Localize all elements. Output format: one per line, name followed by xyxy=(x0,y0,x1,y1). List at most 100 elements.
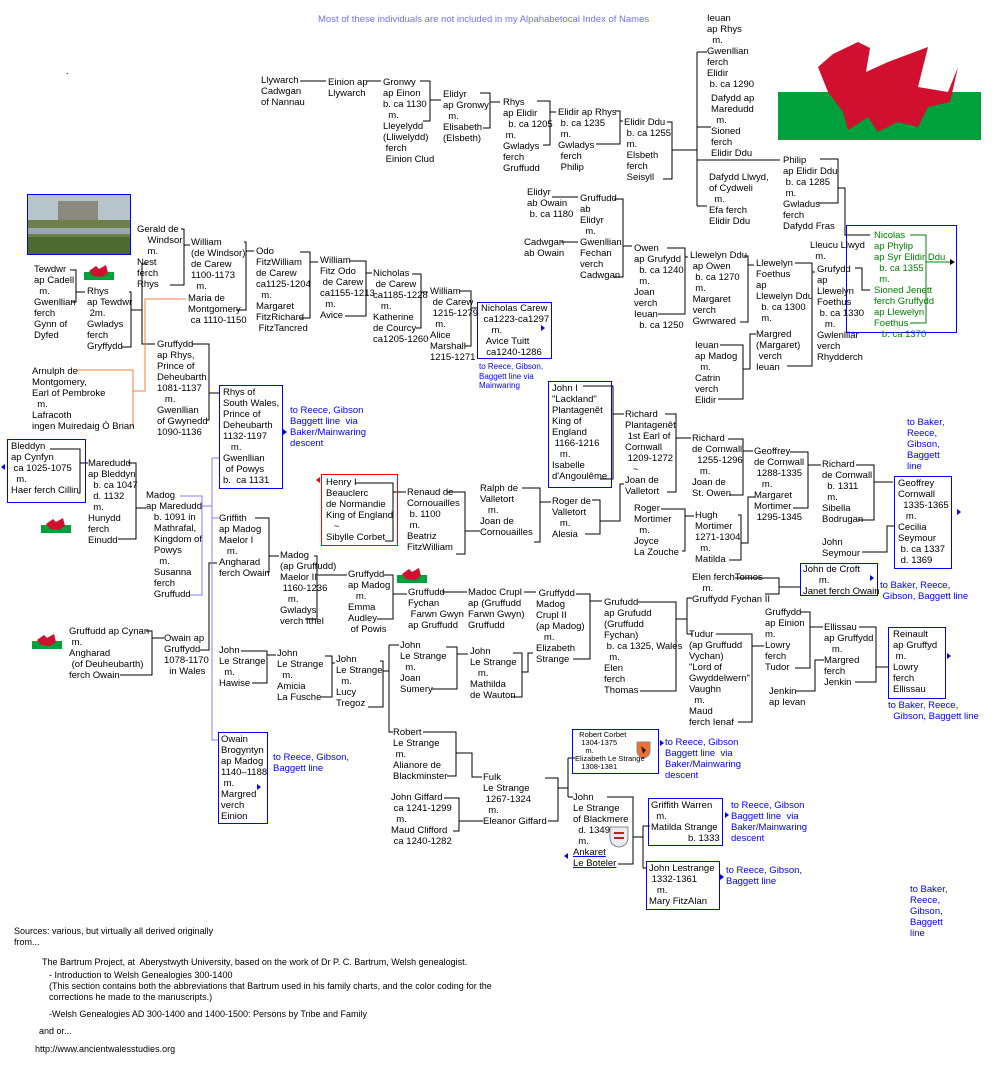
person-ralph: Ralph de Valletort m. Joan de Cornouaill… xyxy=(480,483,533,538)
person-elidyr-gronwy: Elidyr ap Gronwy m. Elisabeth (Elsbeth) xyxy=(443,89,489,144)
link-carew[interactable]: to Reece, Gibson, Baggett line via Mainw… xyxy=(479,362,544,390)
arrow-left-icon[interactable] xyxy=(564,853,568,859)
person-nicholas-de-carew: Nicholas de Carew ca1185-1228 m. Katheri… xyxy=(373,268,429,345)
person-william-windsor: William (de Windsor) de Carew 1100-1173 … xyxy=(191,237,246,292)
person-john-i: John I "Lackland" Plantagenêt King of En… xyxy=(552,383,608,482)
sources-and-or: and or... xyxy=(39,1026,72,1036)
sources-url[interactable]: http://www.ancientwalesstudies.org xyxy=(35,1044,176,1054)
person-elidyr-owain: Elidyr ab Owain b. ca 1180 xyxy=(527,187,574,220)
person-maredudd: Maredudd ap Bleddyn b. ca 1047 d. 1132 m… xyxy=(88,458,138,546)
person-grufudd-grufudd: Grufudd ap Grufudd (Gruffudd Fychan) b. … xyxy=(604,597,683,696)
link-bottom-right[interactable]: to Baker, Reece, Gibson, Baggett line xyxy=(910,884,948,939)
person-john-giffard: John Giffard ca 1241-1299 m. Maud Cliffo… xyxy=(391,792,452,847)
arrow-left-icon[interactable] xyxy=(1,464,5,470)
arrow-left-icon[interactable] xyxy=(316,477,320,483)
arrow-right-icon[interactable] xyxy=(725,812,729,818)
corbet-shield-icon xyxy=(636,741,651,759)
arrow-right-icon[interactable] xyxy=(947,653,951,659)
dot: . xyxy=(66,66,69,77)
link-cornwall[interactable]: to Baker, Reece, Gibson, Baggett line xyxy=(907,417,945,472)
person-griffith-madog: Griffith ap Madog Maelor I m. Angharad f… xyxy=(219,513,270,579)
person-ankaret-link[interactable]: Ankaret Le Boteler xyxy=(573,847,617,869)
person-henry-i: Henry I Beauclerc de Normandie King of E… xyxy=(326,477,394,543)
person-dafydd-llwyd: Dafydd Llwyd, of Cydweli m. Efa ferch El… xyxy=(709,172,769,227)
person-ellissau: Ellissau ap Gruffydd m. Margred ferch Je… xyxy=(824,622,874,688)
sources-item-introduction[interactable]: - Introduction to Welsh Genealogies 300-… xyxy=(49,970,492,1002)
link-croft[interactable]: to Baker, Reece, Gibson, Baggett line xyxy=(880,580,969,602)
arrow-right-icon[interactable] xyxy=(660,740,664,746)
person-maria: Maria de Montgomery ca 1110-1150 xyxy=(188,293,247,326)
person-william-fitzodo: William Fitz Odo de Carew ca1155-1213 m.… xyxy=(320,255,375,321)
person-elidir-ddu: Elidir Ddu b. ca 1255 m. Elsbeth ferch S… xyxy=(624,117,672,183)
person-rhys-elidir: Rhys ap Elidir b. ca 1205 m. Gwladys fer… xyxy=(503,97,553,174)
person-dafydd-maredudd: Dafydd ap Maredudd m. Sioned ferch Elidi… xyxy=(711,93,755,159)
griffith-warren-box xyxy=(648,798,723,846)
person-nicolas: Nicolas ap Phylip ap Syr Elidir Ddu b. c… xyxy=(874,230,946,340)
person-john-croft: John de Croft m. Janet ferch Owain xyxy=(803,564,880,597)
person-lleucu: Lleucu Llwyd m. xyxy=(810,240,865,262)
person-owen: Owen ap Grufydd b. ca 1240 m. Joan verch… xyxy=(634,243,684,331)
person-madog-maredudd: Madog ap Maredudd b. 1091 in Mathrafal, … xyxy=(146,490,202,600)
person-philip: Philip ap Elidir Ddu b. ca 1285 m. Gwlad… xyxy=(783,155,838,232)
arrow-right-icon[interactable] xyxy=(283,429,287,435)
arrow-right-icon[interactable] xyxy=(870,575,874,581)
arrow-right-icon[interactable] xyxy=(257,784,261,790)
person-john-le-strange-4: John Le Strange m. Joan Sumery xyxy=(400,640,447,695)
person-tudur: Tudur (ap Gruffudd Vychan) "Lord of Gwyd… xyxy=(689,629,750,728)
person-owain-brogyntyn: Owain Brogyntyn ap Madog 1140–1188 m. Ma… xyxy=(221,734,268,822)
link-rhys[interactable]: to Reece, Gibson Baggett line via Baker/… xyxy=(290,405,367,449)
person-reinault: Reinault ap Gruffyd m. Lowry ferch Ellis… xyxy=(893,629,938,695)
link-corbet[interactable]: to Reece, Gibson Baggett line via Baker/… xyxy=(665,737,742,781)
rhys-south-wales-box xyxy=(219,385,283,489)
arrow-right-icon[interactable] xyxy=(950,259,955,265)
person-gruffydd-madog: Gruffydd ap Madog m. Emma Audley of Powi… xyxy=(348,569,391,635)
welsh-flag-icon xyxy=(397,566,427,583)
person-gruffydd-einion: Gruffydd ap Einion m. Lowry ferch Tudor xyxy=(765,607,805,673)
sources-item-genealogies[interactable]: -Welsh Genealogies AD 300-1400 and 1400-… xyxy=(49,1009,368,1019)
person-elen-tomos: Elen ferchTomos m. Gruffydd Fychan II xyxy=(692,572,770,605)
person-roger-mortimer: Roger Mortimer m. Joyce La Zouche xyxy=(634,503,679,558)
person-john-le-strange-5: John Le Strange m. Mathilda de Wauton xyxy=(470,646,517,701)
person-einion: Einion ap Llywarch xyxy=(328,77,368,99)
link-brogyntyn[interactable]: to Reece, Gibson, Baggett line xyxy=(273,752,350,774)
person-gruffudd-elidyr: Gruffudd ab Elidyr m. Gwenllian Fechan v… xyxy=(580,193,622,281)
welsh-flag-icon xyxy=(84,263,114,280)
person-gruffydd-rhys: Gruffydd ap Rhys, Prince of Deheubarth 1… xyxy=(157,339,208,438)
person-william-de-carew: William de Carew 1215-1279 m. Alice Mars… xyxy=(430,286,479,363)
castle-photo xyxy=(27,194,131,255)
person-richard-plantagenet: Richard Plantagenêt 1st Earl of Cornwall… xyxy=(625,409,676,497)
arrow-right-icon[interactable] xyxy=(957,509,961,515)
person-rhys-south-wales: Rhys of South Wales, Prince of Deheubart… xyxy=(223,387,280,486)
link-reinault[interactable]: to Baker, Reece, Gibson, Baggett line xyxy=(888,700,979,722)
person-john-le-strange-3: John Le Strange m. Lucy Tregoz xyxy=(336,654,383,709)
person-roger-valletort: Roger de Valletort m. Alesia xyxy=(552,496,592,540)
bleddyn-box xyxy=(7,439,86,503)
person-margred: Margred (Margaret) verch Ieuan xyxy=(756,329,801,373)
person-bleddyn: Bleddyn ap Cynfyn ca 1025-1075 m. Haer f… xyxy=(11,441,79,496)
geoffrey-cornwall-box xyxy=(894,476,952,569)
person-geoffrey-de-cornwall: Geoffrey de Cornwall 1288-1335 m. Margar… xyxy=(754,446,805,523)
person-madoc-crupl: Madoc Crupl ap (Gruffudd Farwn Gwyn) Gru… xyxy=(468,587,525,631)
person-gruffudd-cynan: Gruffudd ap Cynan m. Angharad (of Deuheu… xyxy=(69,626,150,681)
sources-intro: Sources: various, but virtually all deri… xyxy=(14,926,214,947)
index-note: Most of these individuals are not includ… xyxy=(318,14,650,25)
person-grufydd-llewelyn: Grufydd ap Llewelyn Foethus b. ca 1330 m… xyxy=(817,264,865,363)
strange-shield-icon xyxy=(609,826,629,848)
person-renaud: Renaud de Cornouailles b. 1100 m. Beatri… xyxy=(407,487,460,553)
arrow-right-icon[interactable] xyxy=(720,874,724,880)
john-lestrange-box xyxy=(646,861,720,910)
person-robert-le-strange: Robert Le Strange m. Alianore de Blackmi… xyxy=(393,727,448,782)
person-llewelyn-foethus: Llewelyn Foethus ap Llewelyn Ddu b. ca 1… xyxy=(756,258,814,324)
person-llewelyn-ddu: Llewelyn Ddu ap Owen b. ca 1270 m. Marga… xyxy=(690,250,748,327)
link-warren[interactable]: to Reece, Gibson Baggett line via Baker/… xyxy=(731,800,808,844)
john-de-croft-box xyxy=(800,563,878,596)
link-lestrange[interactable]: to Reece, Gibson, Baggett line xyxy=(726,865,803,887)
person-llywarch: Llywarch Cadwgan of Nannau xyxy=(261,75,305,108)
arrow-right-icon[interactable] xyxy=(541,325,545,331)
person-cadwgan-owain: Cadwgan ab Owain xyxy=(524,237,565,259)
person-odo: Odo FitzWilliam de Carew ca1125-1204 m. … xyxy=(256,246,311,334)
person-gerald: Gerald de Windsor m. Nest ferch Rhys xyxy=(137,224,183,290)
sources-bartrum: The Bartrum Project, at Aberystwyth Univ… xyxy=(42,957,468,967)
john-i-box xyxy=(548,381,612,488)
